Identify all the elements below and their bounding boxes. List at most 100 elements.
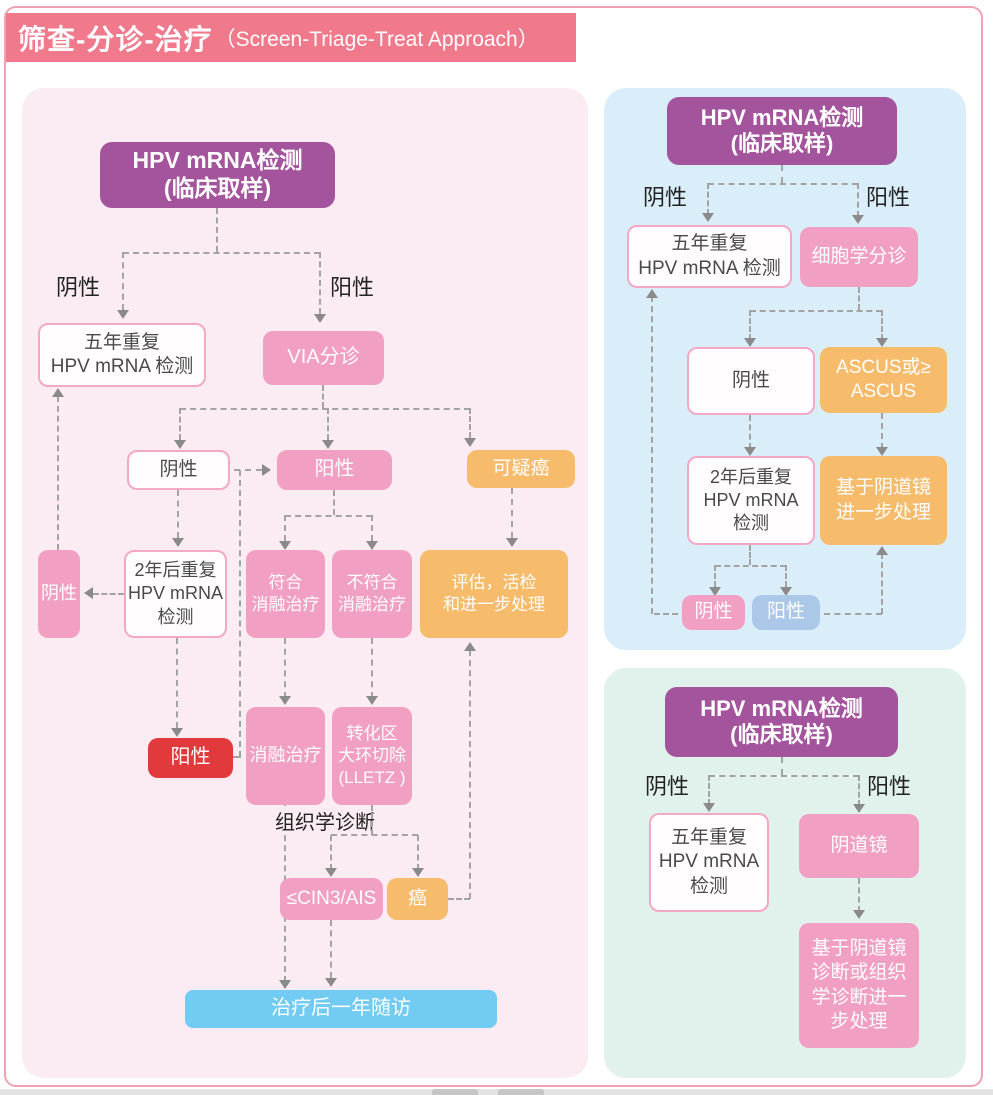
arrow-left-icon — [84, 587, 93, 599]
box-line: 大环切除 — [338, 746, 406, 766]
flow-box-lletz: 转化区 大环切除 (LLETZ ) — [332, 707, 412, 805]
box-line: 基于阴道镜 — [835, 477, 931, 499]
box-line: 和进一步处理 — [443, 595, 545, 614]
arrow-down-icon — [780, 587, 792, 596]
box-line: 符合 — [268, 573, 303, 593]
arrow-down-icon — [325, 978, 337, 987]
dashed-line — [781, 165, 783, 183]
box-line: 阴性 — [41, 583, 77, 604]
dashed-line — [417, 835, 419, 870]
title-zh: 筛查-分诊-治疗 — [18, 23, 213, 55]
box-line: 阳性 — [766, 601, 805, 623]
dashed-line — [781, 757, 783, 775]
dashed-line — [654, 613, 678, 615]
arrow-down-icon — [412, 868, 424, 877]
box-line: (LLETZ ) — [338, 767, 406, 787]
dashed-line — [57, 396, 59, 550]
dashed-line — [881, 553, 883, 614]
box-line: 评估，活检 — [451, 573, 537, 593]
arrow-down-icon — [702, 213, 714, 222]
bottom-edge-strip — [0, 1089, 993, 1095]
dashed-line — [371, 805, 373, 835]
box-line: HPV mRNA检测 — [700, 104, 864, 130]
dashed-line — [216, 208, 218, 252]
arrow-up-icon — [464, 642, 476, 651]
box-line: 消融治疗 — [249, 745, 322, 766]
dashed-line — [123, 252, 320, 254]
box-line: 阳性 — [170, 746, 211, 769]
arrow-up-icon — [646, 289, 658, 298]
box-line: HPV mRNA 检测 — [50, 356, 194, 377]
dashed-line — [176, 638, 178, 728]
arrow-down-icon — [506, 538, 518, 547]
box-line: 基于阴道镜 — [811, 937, 907, 959]
dashed-line — [319, 252, 321, 314]
flow-box-hpv-test-cytology: HPV mRNA检测 (临床取样) — [667, 97, 897, 165]
arrow-up-icon — [52, 388, 64, 397]
arrow-down-icon — [279, 696, 291, 705]
dashed-line — [708, 775, 710, 805]
dashed-line — [448, 898, 470, 900]
arrow-down-icon — [876, 338, 888, 347]
dashed-line — [750, 310, 882, 312]
flow-box-repeat-2yr: 2年后重复 HPV mRNA 检测 — [124, 550, 227, 638]
arrow-down-icon — [279, 980, 291, 989]
dashed-line — [371, 515, 373, 541]
flow-box-via-negative: 阴性 — [127, 450, 230, 490]
flow-box-via-triage: VIA分诊 — [263, 331, 384, 385]
dashed-line — [180, 408, 470, 410]
box-line: ASCUS — [850, 381, 917, 402]
box-line: 学诊断进一 — [811, 986, 907, 1008]
dashed-line — [881, 310, 883, 340]
label-positive: 阳性 — [867, 774, 912, 799]
arrow-down-icon — [744, 338, 756, 347]
dashed-line — [330, 835, 332, 870]
box-line: VIA分诊 — [287, 346, 360, 369]
dashed-line — [651, 296, 653, 614]
arrow-down-icon — [744, 447, 756, 456]
arrow-down-icon — [325, 868, 337, 877]
arrow-down-icon — [703, 803, 715, 812]
box-line: 2年后重复 — [709, 466, 792, 487]
dashed-line — [715, 565, 786, 567]
arrow-down-icon — [174, 440, 186, 449]
arrow-down-icon — [709, 587, 721, 596]
dashed-line — [327, 408, 329, 440]
box-line: HPV mRNA — [127, 583, 223, 604]
dashed-line — [122, 252, 124, 310]
arrow-down-icon — [279, 541, 291, 550]
box-line: 阳性 — [314, 458, 355, 481]
box-line: 阴道镜 — [830, 834, 888, 856]
flow-box-positive-red: 阳性 — [148, 738, 233, 778]
label-positive: 阳性 — [330, 275, 375, 300]
arrow-down-icon — [464, 438, 476, 447]
flow-box-repeat-2yr-tr: 2年后重复 HPV mRNA 检测 — [687, 456, 815, 545]
arrow-right-icon — [262, 464, 271, 476]
dashed-line — [749, 310, 751, 340]
arrow-down-icon — [172, 538, 184, 547]
box-line: 不符合 — [346, 573, 398, 593]
label-positive: 阳性 — [866, 185, 911, 210]
dashed-line — [177, 490, 179, 538]
flow-box-ablation-eligible: 符合 消融治疗 — [246, 550, 325, 638]
dashed-line — [714, 565, 716, 587]
box-line: 阴性 — [694, 601, 733, 623]
flow-box-hpv-test-colposcopy: HPV mRNA检测 (临床取样) — [665, 687, 898, 757]
arrow-down-icon — [171, 728, 183, 737]
box-line: 检测 — [689, 875, 728, 897]
arrow-down-icon — [314, 314, 326, 323]
arrow-down-icon — [876, 447, 888, 456]
arrow-down-icon — [117, 310, 129, 319]
bottom-edge-strip-segment — [498, 1089, 544, 1095]
box-line: 检测 — [157, 606, 194, 627]
box-line: (临床取样) — [730, 722, 833, 747]
box-line: (临床取样) — [163, 175, 272, 201]
dashed-line — [857, 183, 859, 217]
dashed-line — [707, 183, 709, 215]
flow-box-cytology-triage: 细胞学分诊 — [800, 227, 918, 287]
flow-box-retest-negative: 阴性 — [682, 595, 745, 630]
box-line: ASCUS或≥ — [836, 356, 931, 378]
dashed-line — [179, 408, 181, 440]
box-line: HPV mRNA检测 — [132, 147, 303, 174]
flow-box-ablation-treatment: 消融治疗 — [246, 707, 325, 805]
